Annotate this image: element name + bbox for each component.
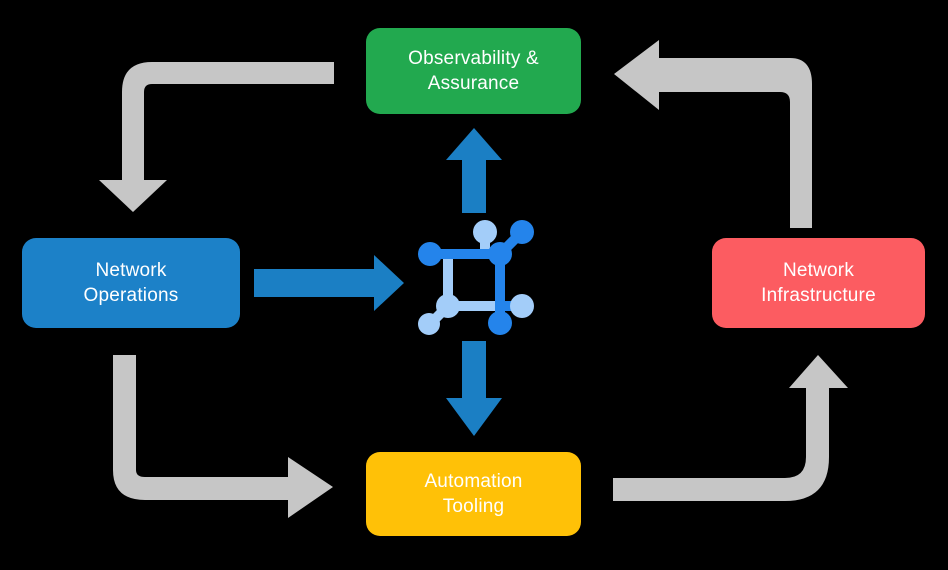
arrow-infrastructure-to-observability xyxy=(614,40,812,228)
arrow-center-to-automation xyxy=(446,341,502,436)
node-observability-label: Observability & Assurance xyxy=(408,47,539,94)
node-network-operations[interactable]: Network Operations xyxy=(22,238,240,328)
node-operations-label: Network Operations xyxy=(83,259,179,306)
arrow-center-to-observability xyxy=(446,128,502,213)
node-automation-tooling[interactable]: Automation Tooling xyxy=(366,452,581,536)
arrow-automation-to-infrastructure xyxy=(613,355,848,501)
arrow-operations-to-center xyxy=(254,255,404,311)
node-observability-assurance[interactable]: Observability & Assurance xyxy=(366,28,581,114)
arrow-operations-to-automation xyxy=(113,355,333,518)
arrow-observability-to-operations xyxy=(99,62,334,212)
node-automation-label: Automation Tooling xyxy=(424,470,523,517)
node-network-infrastructure[interactable]: Network Infrastructure xyxy=(712,238,925,328)
network-topology-icon xyxy=(418,220,534,335)
network-icon-dark-nodes xyxy=(418,220,534,335)
node-infrastructure-label: Network Infrastructure xyxy=(761,259,876,306)
network-icon-light-nodes xyxy=(418,220,534,335)
